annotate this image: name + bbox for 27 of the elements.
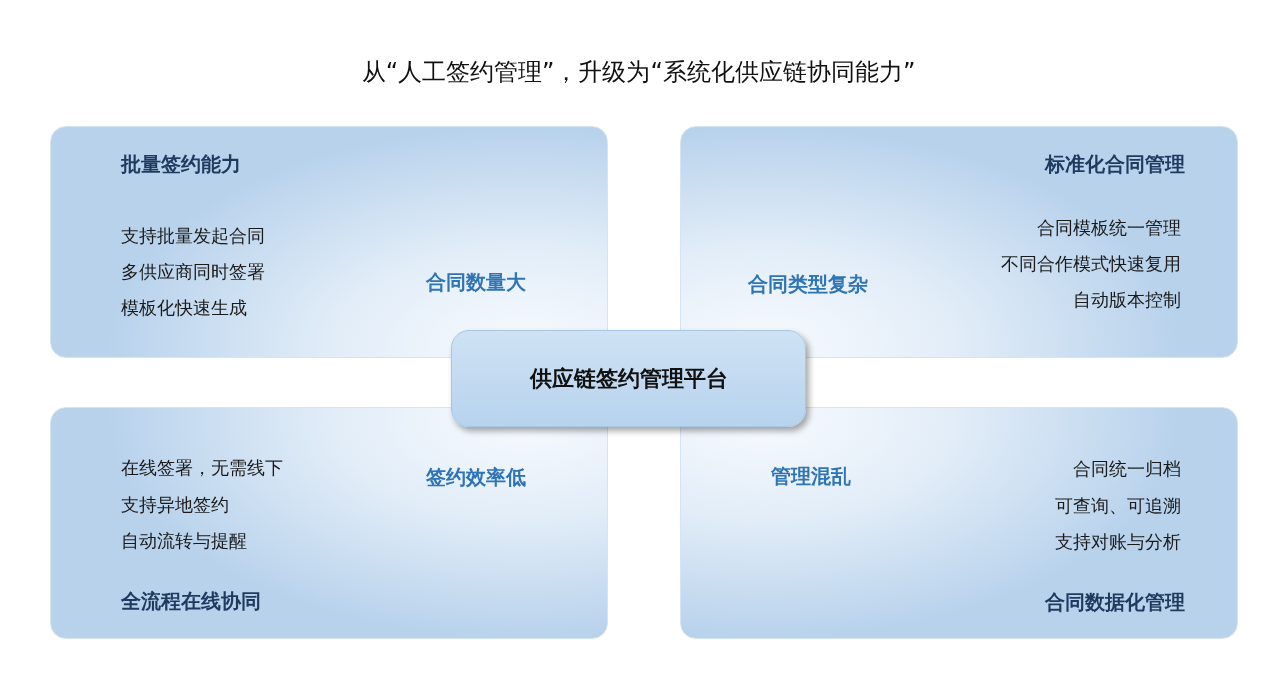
platform-box	[451, 330, 806, 427]
list-item: 支持批量发起合同	[121, 224, 265, 248]
issue-label: 签约效率低	[426, 463, 526, 491]
quadrant-panel	[680, 407, 1238, 639]
quadrant-panel	[50, 407, 608, 639]
list-item: 支持异地签约	[121, 493, 229, 517]
list-item: 自动流转与提醒	[121, 529, 247, 553]
list-item: 可查询、可追溯	[1055, 494, 1181, 518]
issue-label: 合同类型复杂	[748, 270, 868, 298]
panel-heading: 合同数据化管理	[1045, 588, 1185, 616]
list-item: 模板化快速生成	[121, 296, 247, 320]
panel-heading: 标准化合同管理	[1045, 150, 1185, 178]
panel-heading: 全流程在线协同	[121, 587, 261, 615]
list-item: 合同模板统一管理	[1037, 216, 1181, 240]
quadrant-panel	[50, 126, 608, 358]
quadrant-panel	[680, 126, 1238, 358]
list-item: 支持对账与分析	[1055, 530, 1181, 554]
list-item: 不同合作模式快速复用	[1001, 252, 1181, 276]
list-item: 在线签署，无需线下	[121, 456, 283, 480]
panel-heading: 批量签约能力	[121, 150, 241, 178]
platform-label: 供应链签约管理平台	[529, 364, 728, 393]
issue-label: 合同数量大	[426, 268, 526, 296]
issue-label: 管理混乱	[771, 462, 851, 490]
title: 从“人工签约管理”，升级为“系统化供应链协同能力”	[360, 57, 917, 88]
list-item: 多供应商同时签署	[121, 260, 265, 284]
list-item: 自动版本控制	[1073, 288, 1181, 312]
list-item: 合同统一归档	[1073, 457, 1181, 481]
